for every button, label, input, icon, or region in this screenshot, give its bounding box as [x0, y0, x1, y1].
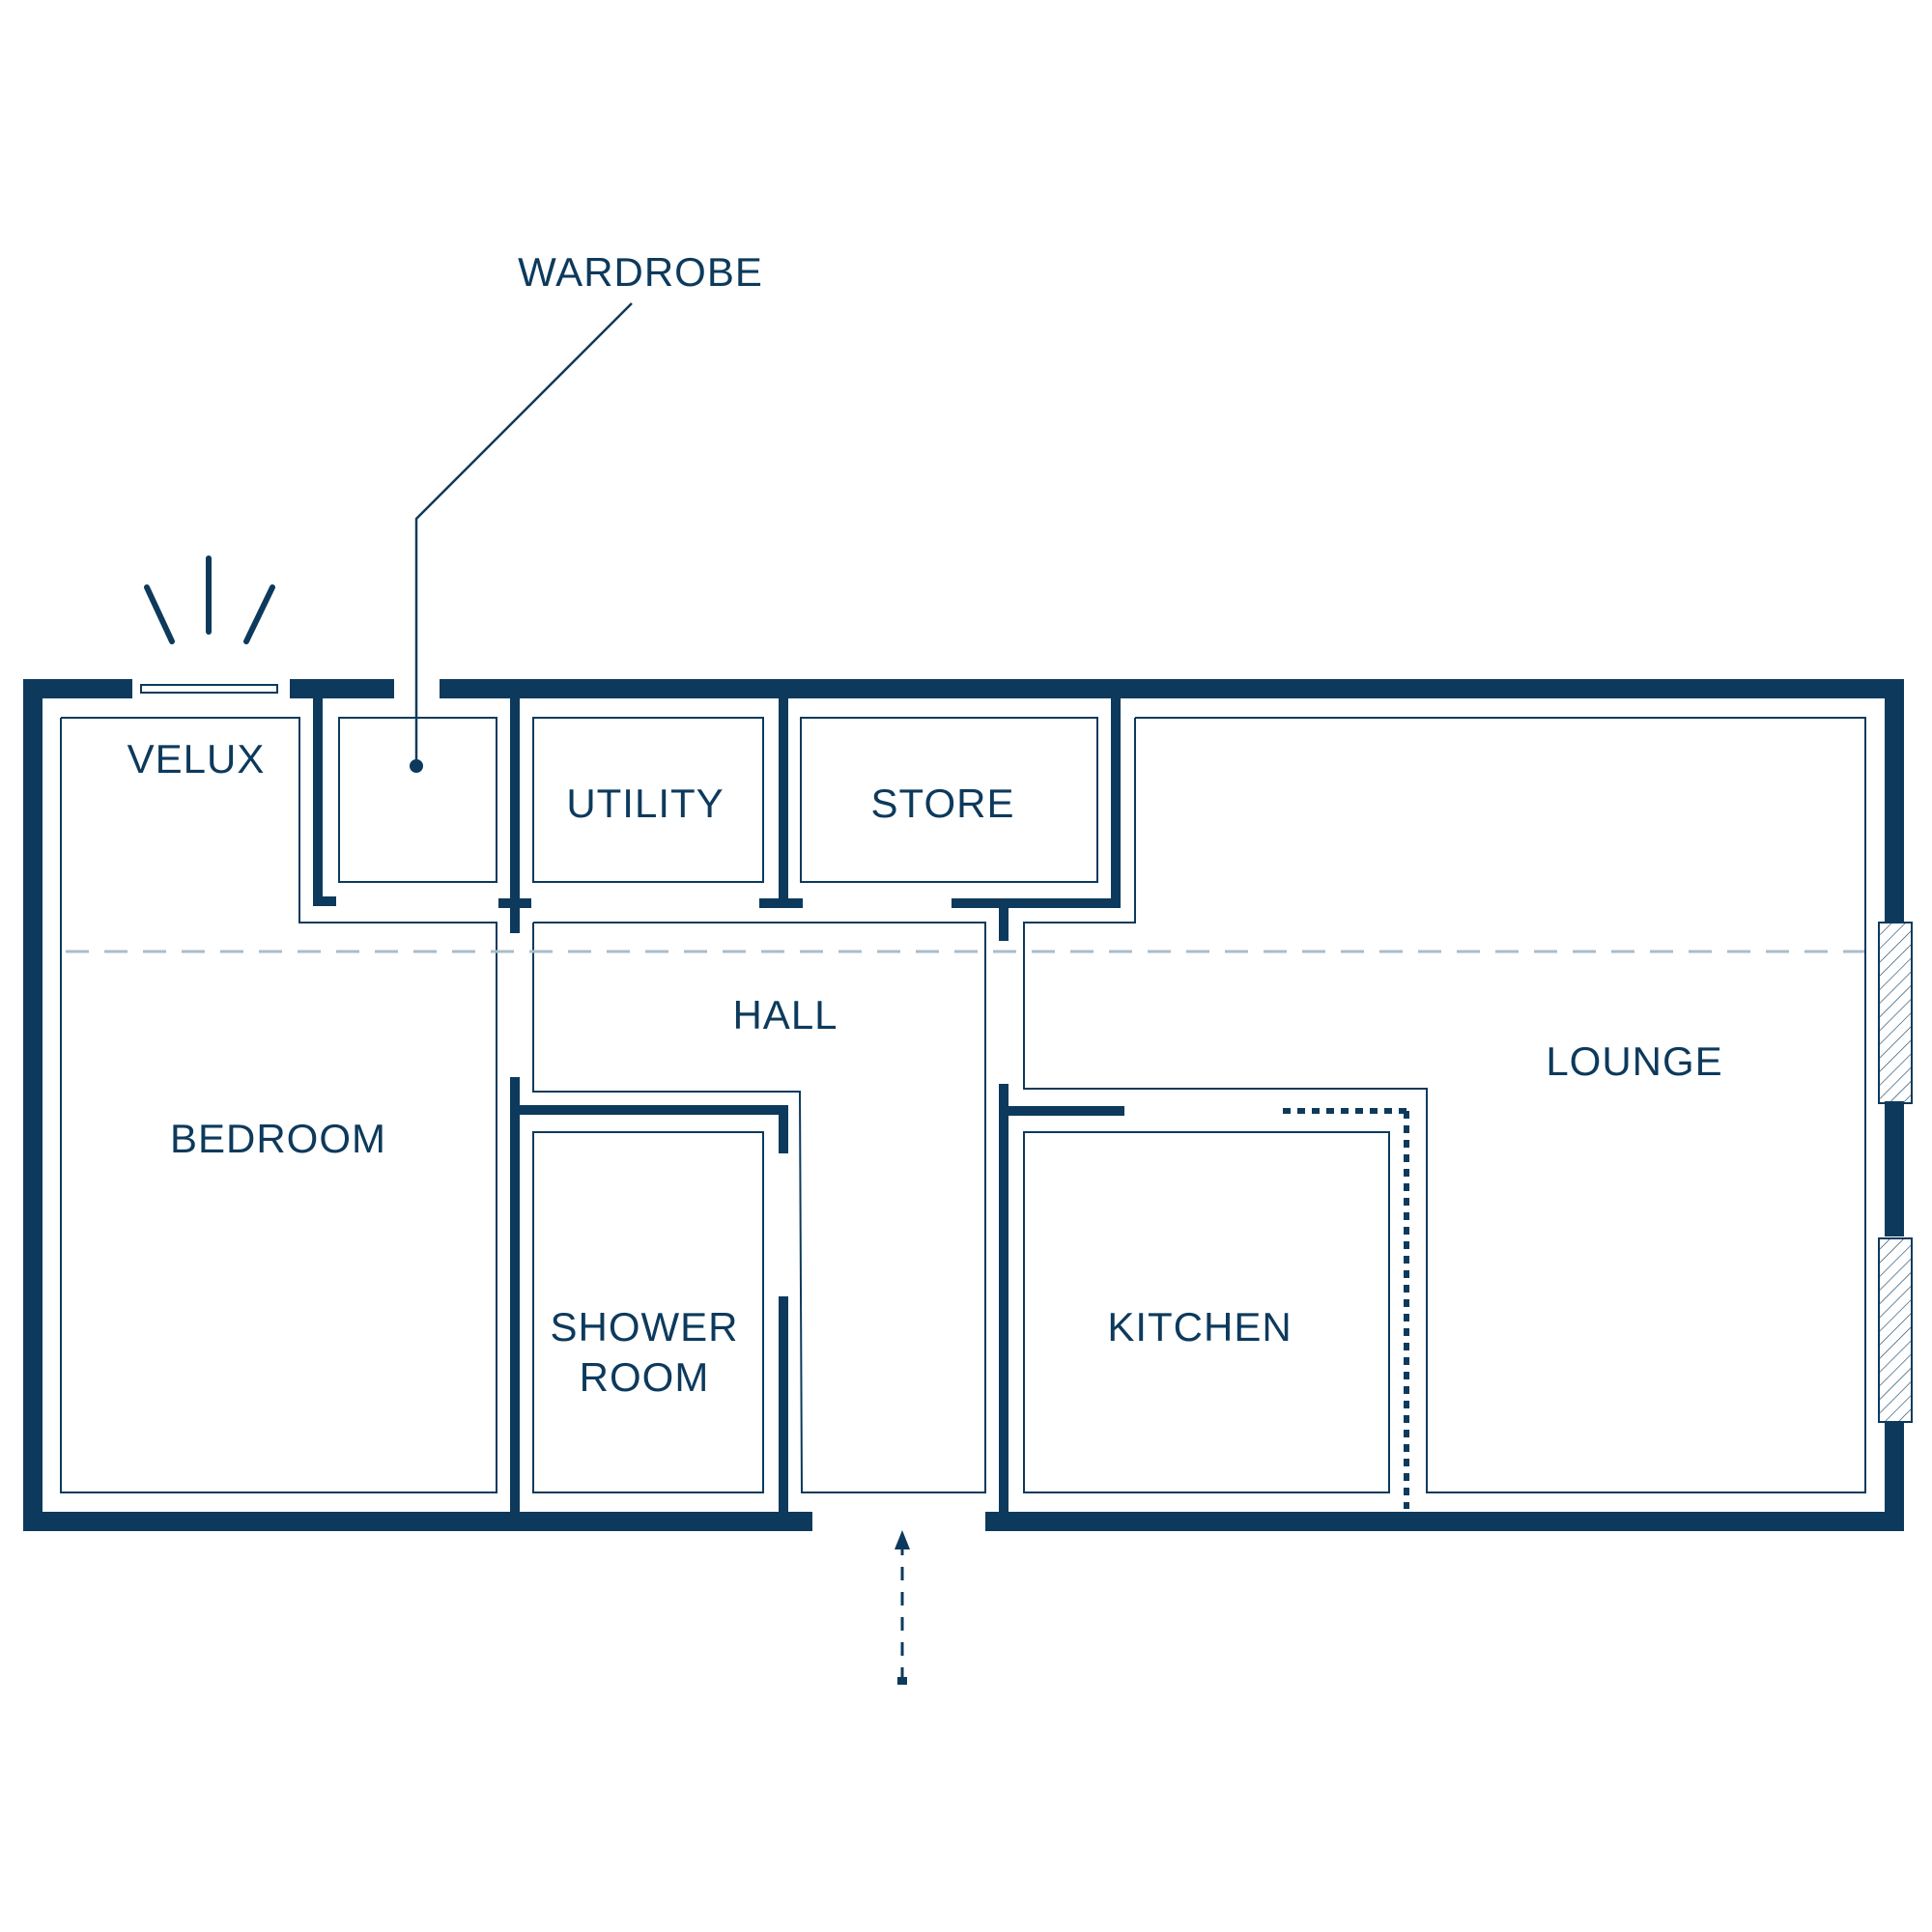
shower-room-label-line1: SHOWER — [551, 1304, 739, 1350]
hall-outline — [532, 922, 986, 1493]
kitchen-dotted-boundary — [1283, 1108, 1409, 1509]
kitchen-label: KITCHEN — [1107, 1304, 1292, 1350]
lounge-label: LOUNGE — [1546, 1038, 1722, 1084]
interior-walls — [313, 694, 1124, 1521]
lounge-outline — [1023, 717, 1866, 1493]
kitchen-outline — [1023, 1131, 1390, 1493]
hatched-window-icon — [1878, 922, 1913, 1104]
shower-room-label-line2: ROOM — [580, 1354, 710, 1400]
shower-room-outline — [532, 1131, 764, 1493]
velux-light-rays-icon — [144, 555, 275, 644]
wardrobe-leader — [410, 302, 633, 773]
store-label: STORE — [871, 781, 1015, 826]
entrance-arrow-icon — [895, 1530, 910, 1685]
bedroom-outline — [60, 717, 497, 1493]
utility-outline — [532, 717, 764, 883]
velux-window — [140, 684, 278, 694]
wardrobe-outline — [338, 717, 497, 883]
utility-label: UTILITY — [566, 781, 724, 826]
exterior-walls — [23, 679, 1904, 1531]
velux-label: VELUX — [128, 736, 266, 781]
hatched-window-icon — [1878, 1237, 1913, 1423]
wardrobe-label: WARDROBE — [518, 249, 763, 295]
hall-label: HALL — [732, 992, 838, 1037]
bedroom-label: BEDROOM — [170, 1116, 386, 1161]
room-outlines — [60, 717, 1866, 1493]
store-outline — [800, 717, 1098, 883]
